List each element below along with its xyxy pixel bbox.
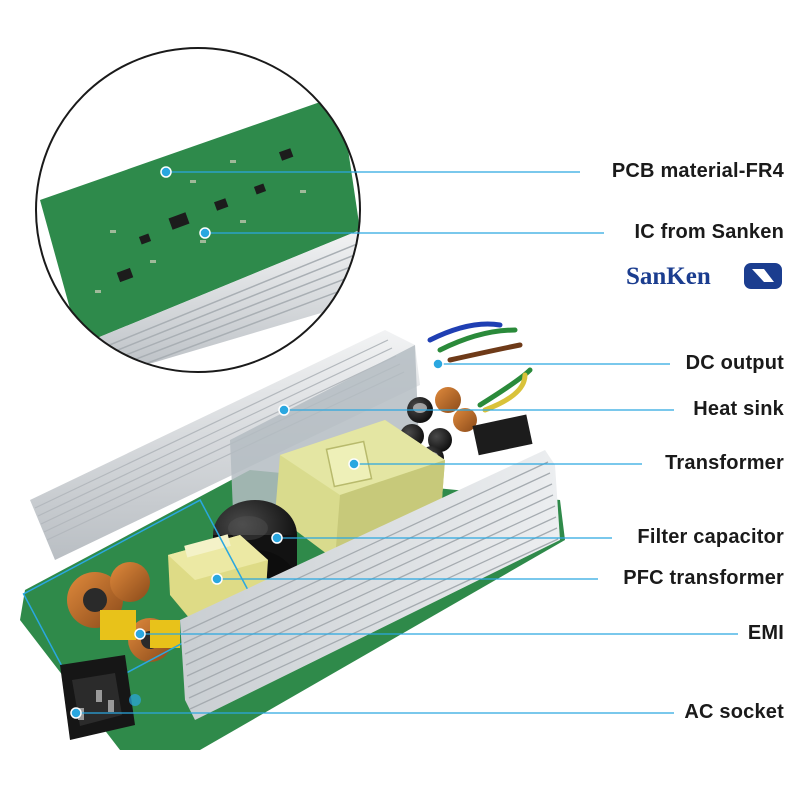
sanken-logo-graphic: SanKen (626, 263, 782, 290)
callout-label-emi: EMI (747, 622, 784, 644)
sanken-wordmark: SanKen (626, 263, 711, 290)
callout-label-heatsink: Heat sink (693, 398, 784, 420)
smd-parts-closeup (95, 160, 306, 293)
relay (472, 414, 533, 456)
leader-dots (70, 166, 444, 719)
heatsink-front (180, 450, 560, 720)
callout-label-pfc: PFC transformer (623, 567, 784, 589)
output-inductors (435, 387, 477, 432)
callout-label-ac: AC socket (684, 701, 784, 723)
sanken-logo: SanKen (626, 260, 786, 292)
callout-label-transformer: Transformer (665, 452, 784, 474)
callout-label-pcb: PCB material-FR4 (611, 160, 784, 182)
sanken-emblem-mark (752, 269, 774, 282)
leader-lines (76, 171, 738, 714)
callout-label-ic: IC from Sanken (634, 221, 784, 243)
pcb-zoom-view (35, 47, 361, 373)
callout-label-dc: DC output (685, 352, 784, 374)
zoom-circle-border (35, 47, 361, 373)
pcb-board-closeup (40, 95, 360, 345)
heatsink-closeup (80, 230, 360, 372)
power-supply-unit (20, 321, 565, 750)
dc-output-wires (427, 321, 533, 413)
ic-chips-closeup (116, 148, 294, 283)
heatsink-front-fins (182, 461, 559, 710)
callout-label-filter: Filter capacitor (637, 526, 784, 548)
